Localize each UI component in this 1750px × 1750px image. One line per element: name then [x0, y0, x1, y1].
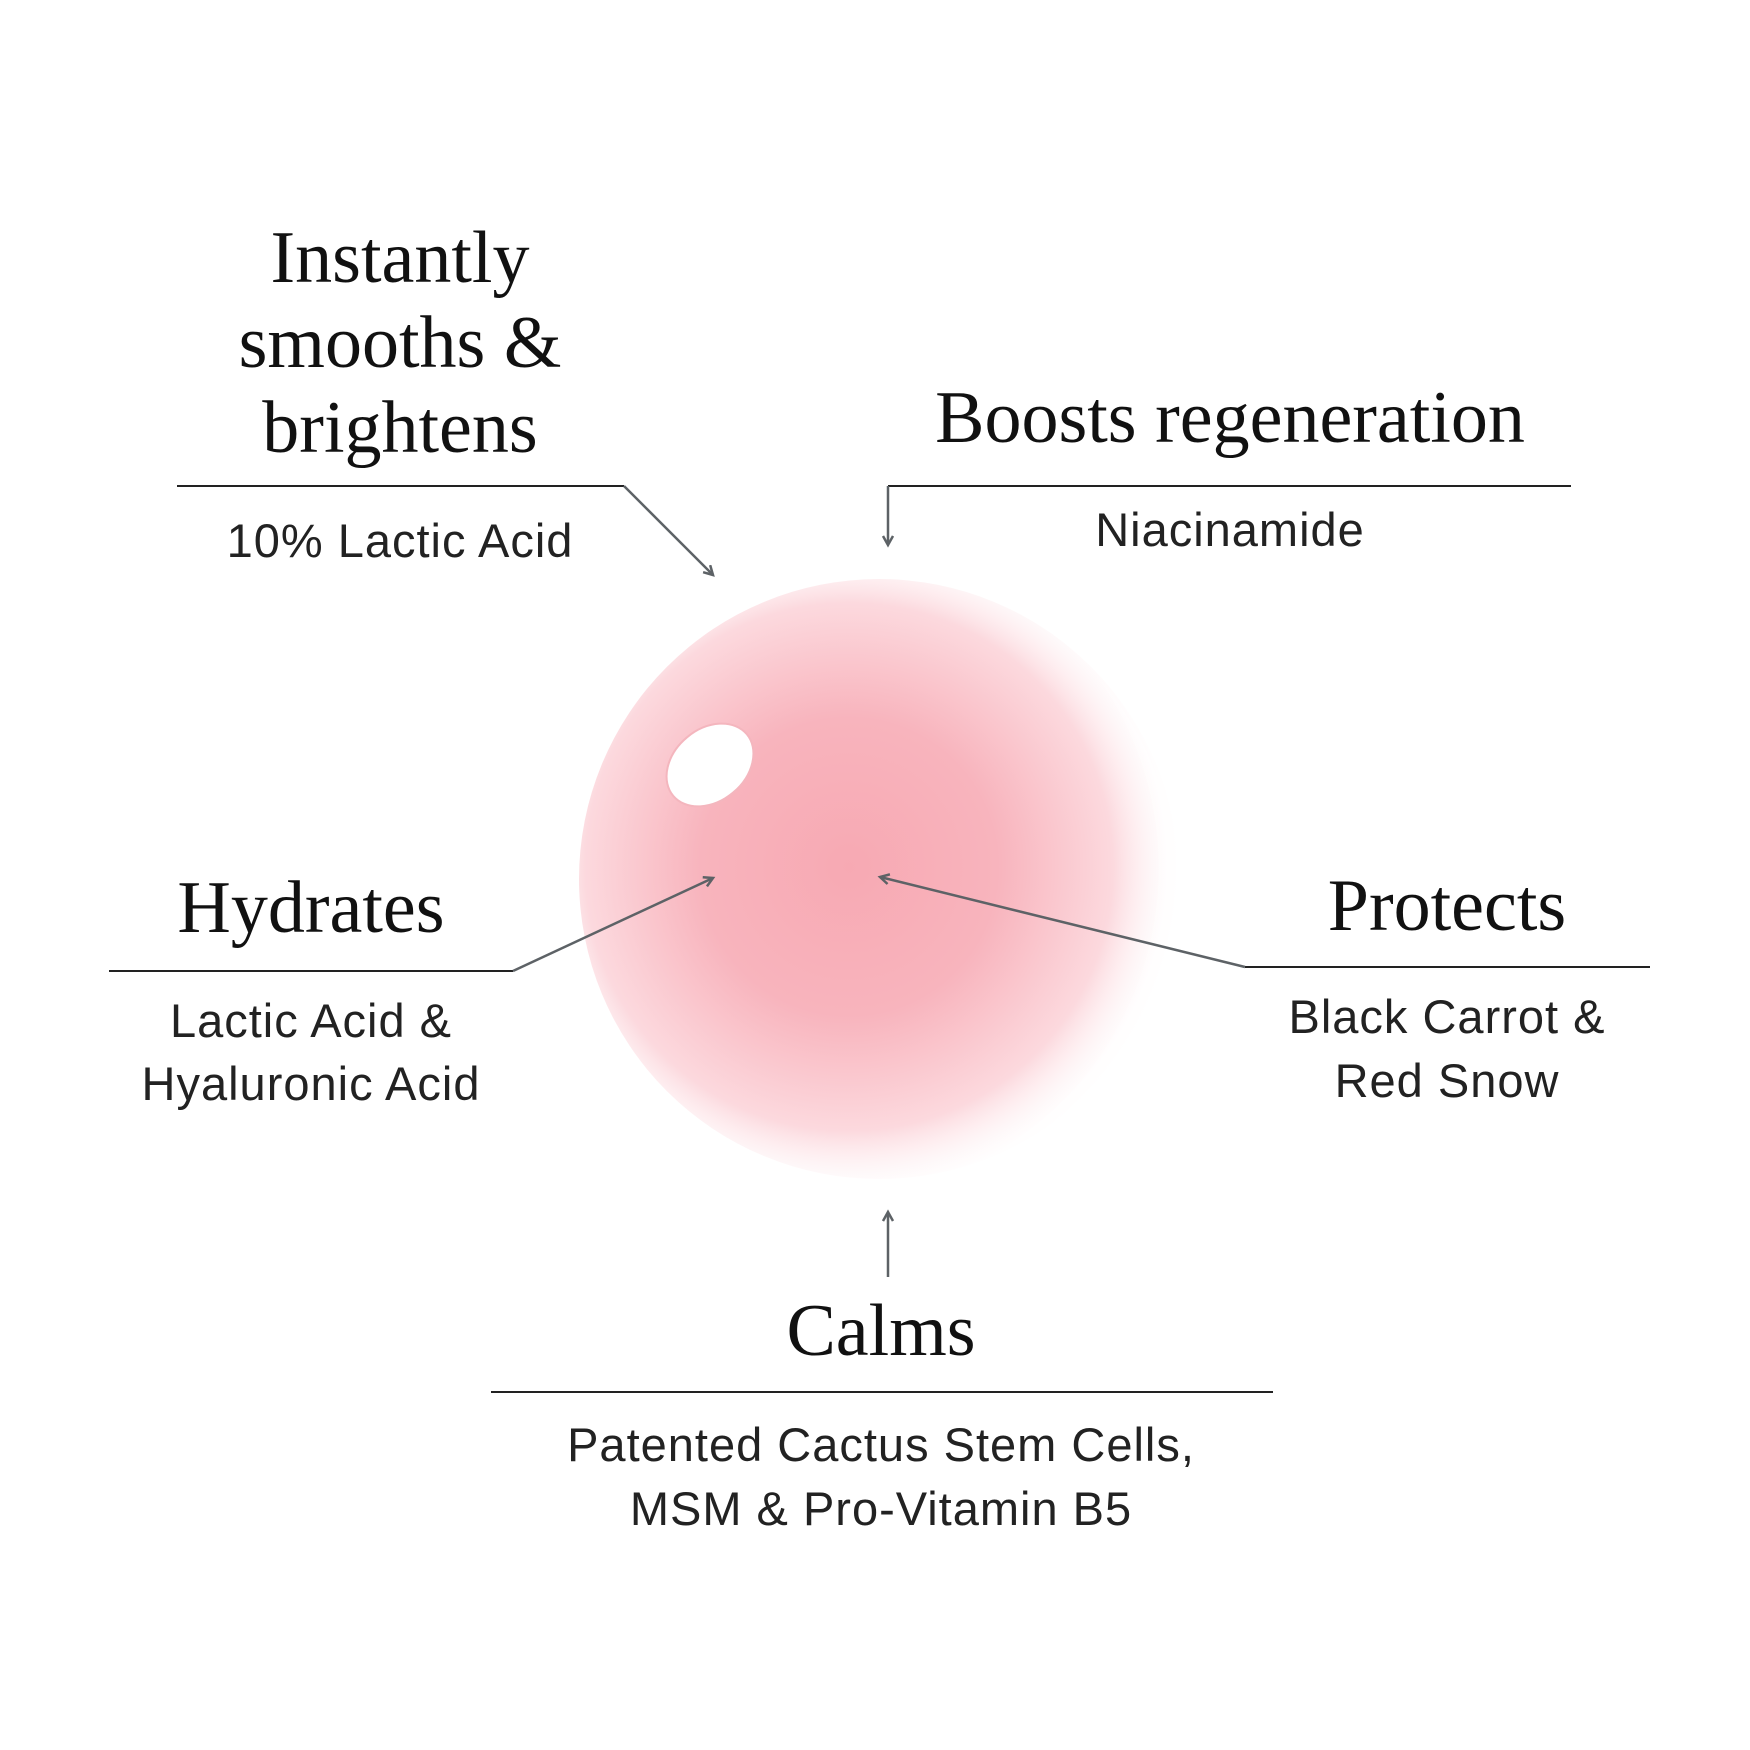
- callout-smooths: Instantly smooths & brightens 10% Lactic…: [177, 217, 713, 575]
- ingredient-text: Black Carrot &: [1289, 990, 1606, 1043]
- callout-protects: Protects Black Carrot & Red Snow: [880, 865, 1650, 1107]
- sphere-highlight: [665, 722, 755, 808]
- ingredient-text: Hyaluronic Acid: [142, 1057, 481, 1110]
- callout-hydrates: Hydrates Lactic Acid & Hyaluronic Acid: [109, 867, 713, 1110]
- callout-title-line: Calms: [786, 1290, 975, 1372]
- callout-title-line: Hydrates: [177, 867, 444, 949]
- callout-calms: Calms Patented Cactus Stem Cells, MSM & …: [491, 1212, 1273, 1535]
- ingredient-text: Red Snow: [1335, 1054, 1560, 1107]
- pointer-arrow: [880, 877, 1246, 969]
- ingredient-text: MSM & Pro-Vitamin B5: [630, 1482, 1132, 1535]
- callout-title-line: brightens: [262, 387, 537, 469]
- callout-title-line: Protects: [1328, 865, 1566, 947]
- serum-sphere: [579, 579, 1179, 1179]
- ingredient-text: Patented Cactus Stem Cells,: [567, 1418, 1195, 1471]
- callout-regeneration: Boosts regeneration Niacinamide: [888, 377, 1571, 556]
- callout-title-line: Boosts regeneration: [935, 377, 1525, 459]
- callout-title-line: smooths &: [239, 302, 562, 384]
- ingredient-text: Lactic Acid &: [170, 994, 452, 1047]
- callout-title-line: Instantly: [271, 217, 530, 299]
- ingredient-text: 10% Lactic Acid: [227, 514, 574, 567]
- pointer-arrow: [512, 878, 713, 973]
- ingredient-text: Niacinamide: [1095, 503, 1365, 556]
- pointer-arrow: [623, 485, 713, 575]
